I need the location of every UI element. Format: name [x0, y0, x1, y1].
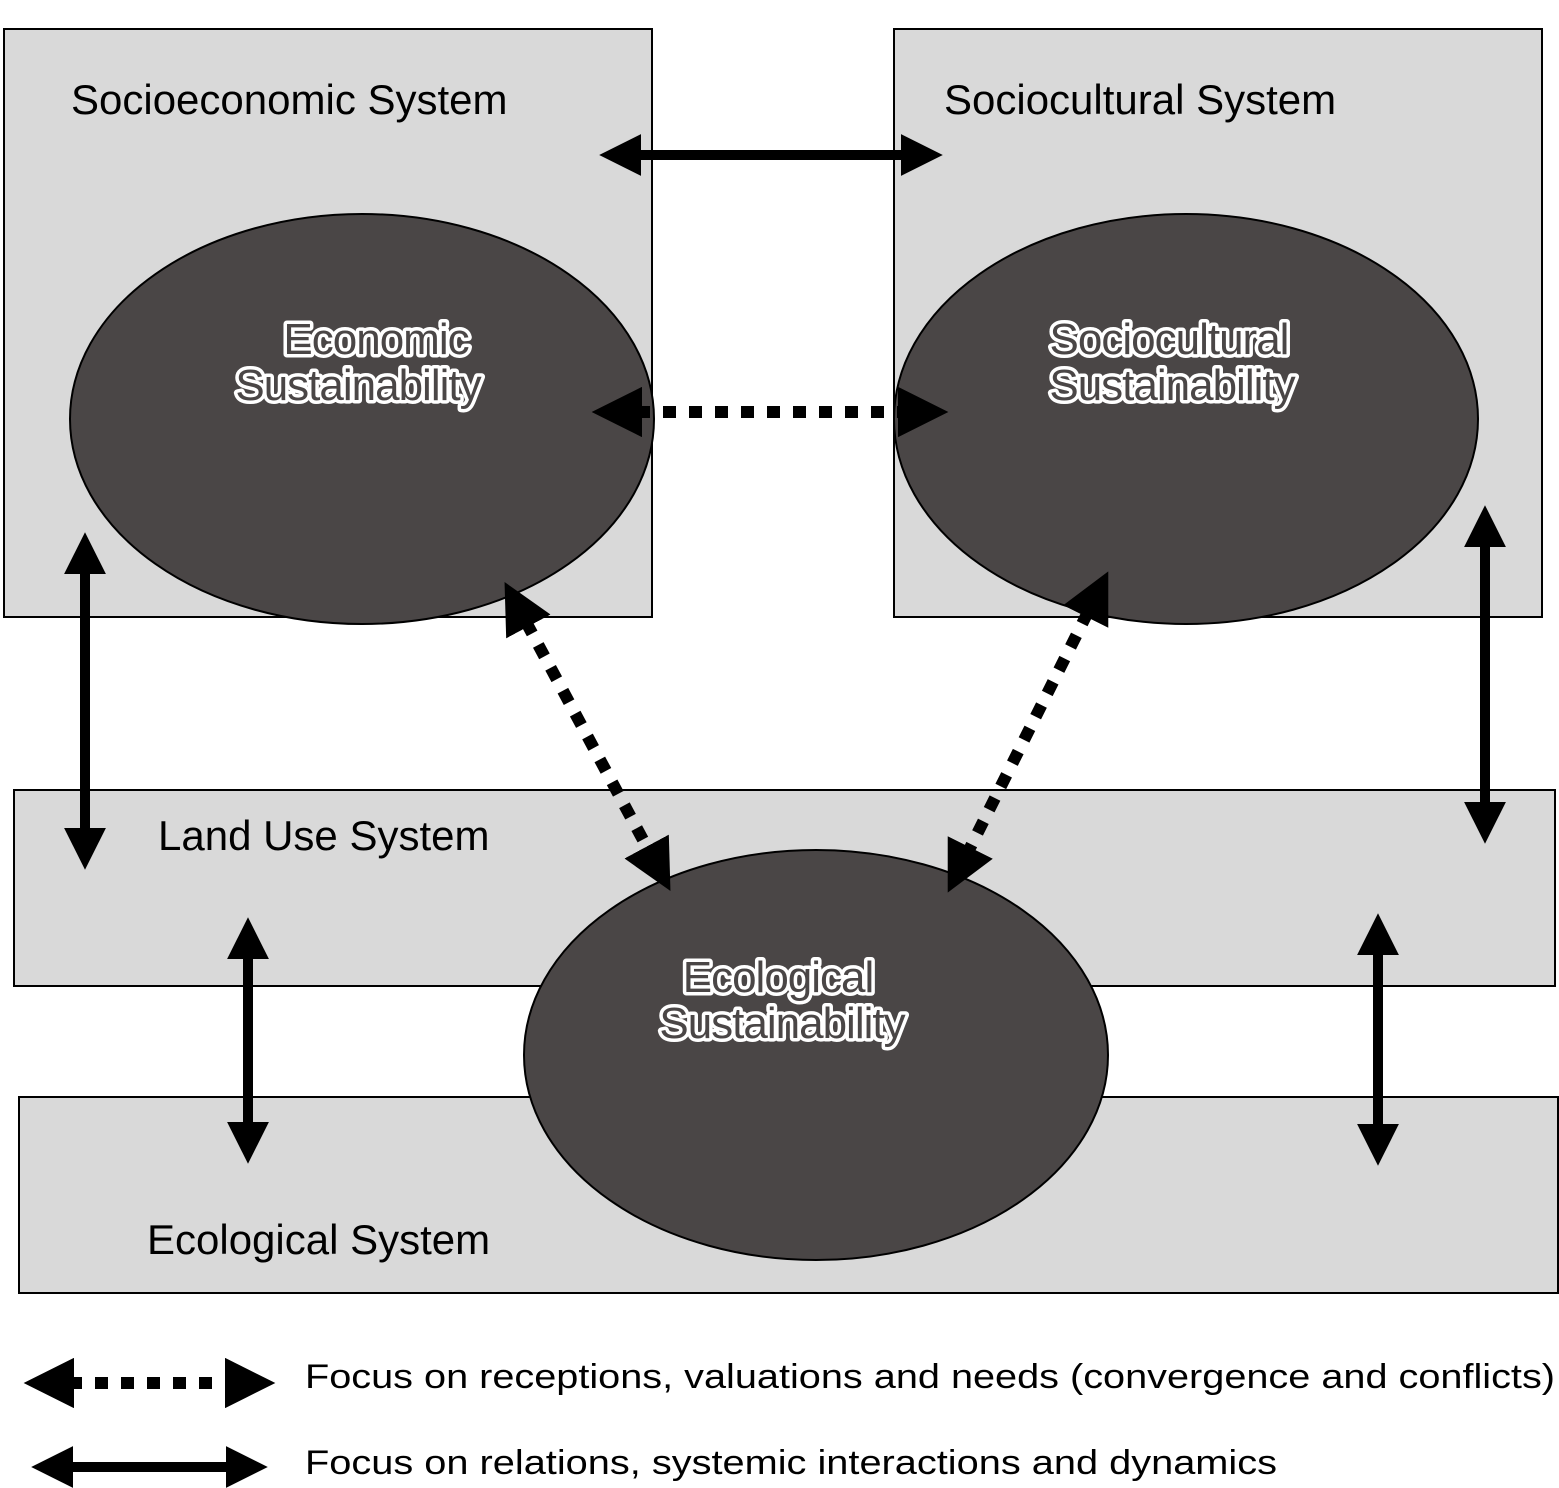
dotted-arrow-sociocultural-ecological [947, 571, 1109, 893]
ecological-system-label: Ecological System [147, 1216, 490, 1263]
economic-label-line1: Economic [283, 315, 468, 364]
legend: Focus on receptions, valuations and need… [23, 1357, 1555, 1488]
ecological-label-line2: Sustainability [659, 999, 905, 1048]
economic-sustainability-ellipse [69, 213, 655, 625]
ecological-sustainability-ellipse [523, 849, 1109, 1261]
economic-sustainability-label: Economic Sustainability [232, 312, 486, 414]
sociocultural-system-label: Sociocultural System [944, 76, 1336, 123]
economic-label-line2: Sustainability [235, 361, 481, 410]
ecological-label-line1: Ecological [683, 953, 874, 1002]
sociocultural-label-line2: Sustainability [1049, 361, 1295, 410]
sociocultural-label-line1: Sociocultural [1050, 315, 1289, 364]
ecological-sustainability-label: Ecological Sustainability [656, 950, 910, 1052]
dotted-arrow-economic-ecological [504, 582, 671, 891]
legend-solid-text: Focus on relations, systemic interaction… [305, 1444, 1277, 1482]
legend-dotted-text: Focus on receptions, valuations and need… [305, 1358, 1555, 1396]
sociocultural-sustainability-label: Sociocultural Sustainability [1046, 312, 1300, 414]
sociocultural-sustainability-ellipse [893, 213, 1479, 625]
socioeconomic-system-label: Socioeconomic System [71, 76, 508, 123]
land-use-system-label: Land Use System [158, 812, 490, 859]
